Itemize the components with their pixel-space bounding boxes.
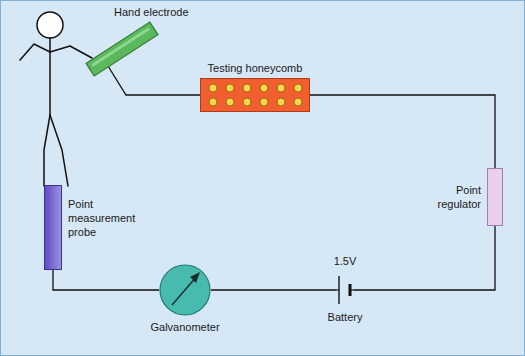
wire [354,226,495,290]
galvanometer-dial [160,265,210,315]
probe-body [45,186,62,270]
honeycomb-cell [260,98,268,106]
node-label: Hand electrode [114,5,224,19]
testing-honeycomb: Testing honeycomb [200,78,310,112]
wire-line [310,95,495,168]
honeycomb-body [201,79,310,112]
node-shape [336,276,354,304]
battery: 1.5VBattery [336,276,354,304]
honeycomb-cell [243,84,251,92]
honeycomb-cell [209,84,217,92]
needle-head [190,272,200,283]
node-shape [44,185,62,270]
honeycomb-cell [277,98,285,106]
node-shape [159,264,211,316]
honeycomb-cell [209,98,217,106]
honeycomb-cell [294,98,302,106]
honeycomb-cell [294,84,302,92]
battery-lead [351,289,354,290]
node-label: Point measurement probe [68,197,140,239]
node-shape [84,20,160,76]
electrode-body [86,22,158,76]
node-label: Battery [310,310,380,324]
electrode-rect [86,22,158,76]
honeycomb-cell [226,98,234,106]
node-label: Galvanometer [135,320,235,334]
wire [108,66,200,95]
wire-line [53,270,159,290]
measurement-probe: Point measurement probe [44,185,62,270]
hand-electrode: Hand electrode [84,20,160,76]
node-label: Testing honeycomb [185,61,325,75]
honeycomb-cell [243,98,251,106]
galvanometer: Galvanometer [159,264,211,316]
wire-line [354,226,495,290]
wire [211,290,336,291]
wire-line [211,289,336,290]
node-shape [200,78,310,112]
honeycomb-cell [277,84,285,92]
electrode-shine [91,27,150,67]
honeycomb-cell [260,84,268,92]
wire [53,270,159,290]
honeycomb-cell [226,84,234,92]
node-label: 1.5V [320,254,370,268]
point-regulator: Point regulator [487,168,503,226]
wire [310,95,495,168]
regulator-body [488,169,503,226]
node-shape [487,168,503,226]
wire-line [108,66,200,95]
battery-long-plate [338,276,339,304]
node-label: Point regulator [423,183,481,211]
galvanometer-needle [172,276,197,305]
